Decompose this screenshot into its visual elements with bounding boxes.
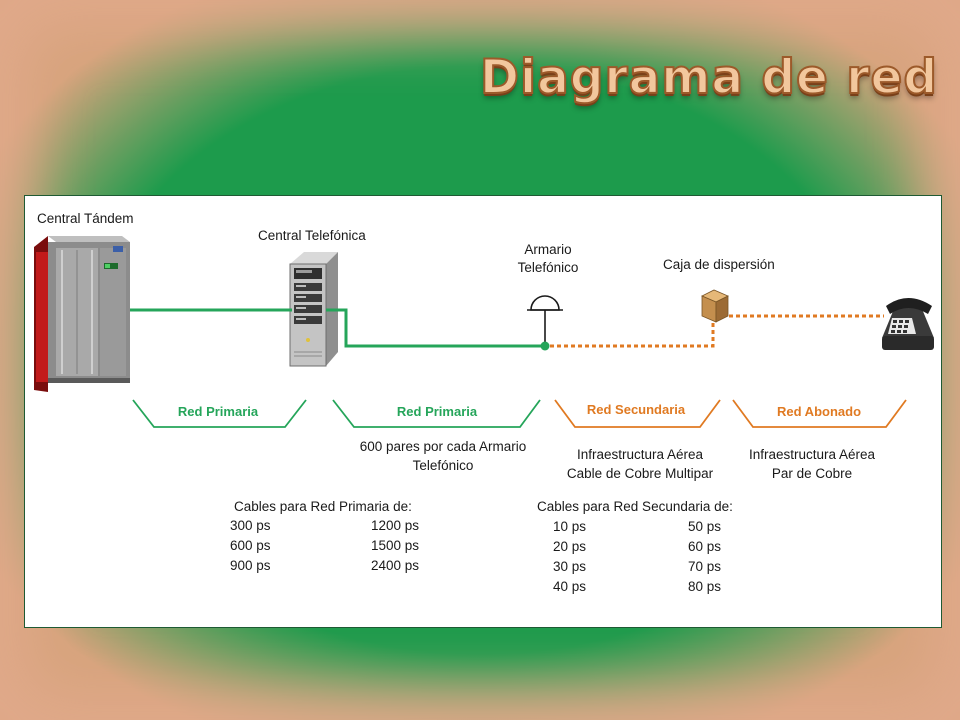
bracket-primaria-2 bbox=[332, 399, 541, 428]
abonado-desc-line2: Par de Cobre bbox=[771, 466, 853, 481]
secondary-cable-item: 40 ps bbox=[553, 579, 587, 594]
bracket-abonado bbox=[732, 399, 907, 428]
abonado-desc-line1: Infraestructura Aérea bbox=[748, 447, 876, 462]
bracket-primaria-1 bbox=[132, 399, 307, 428]
secondary-cable-item: 60 ps bbox=[688, 539, 722, 554]
caja-dispersion-label: Caja de dispersión bbox=[663, 257, 775, 272]
primary-cable-item: 900 ps bbox=[230, 558, 271, 573]
secondary-link bbox=[550, 320, 715, 348]
bracket-secundaria bbox=[554, 399, 721, 428]
central-telefonica-label: Central Telefónica bbox=[258, 228, 366, 243]
armario-telefonico-icon bbox=[527, 295, 563, 351]
primary-link-2 bbox=[326, 308, 545, 348]
armario-label-line2: Telefónico bbox=[517, 260, 579, 275]
telephone-icon bbox=[882, 298, 934, 350]
secundaria-desc-line2: Cable de Cobre Multipar bbox=[566, 466, 714, 481]
slide-title: Diagrama de red bbox=[479, 49, 938, 106]
primaria-desc-line1: 600 pares por cada Armario bbox=[359, 439, 527, 454]
primary-cable-item: 1200 ps bbox=[371, 518, 420, 533]
secondary-cable-item: 10 ps bbox=[553, 519, 587, 534]
secondary-cable-item: 80 ps bbox=[688, 579, 722, 594]
central-tandem-icon bbox=[34, 236, 130, 392]
secondary-cable-item: 30 ps bbox=[553, 559, 587, 574]
primaria-desc-line2: Telefónico bbox=[412, 458, 474, 473]
segment-red-primaria-2: Red Primaria bbox=[396, 404, 478, 419]
segment-red-abonado: Red Abonado bbox=[776, 404, 862, 419]
segment-red-primaria-1: Red Primaria bbox=[177, 404, 259, 419]
armario-label-line1: Armario bbox=[524, 242, 572, 257]
primary-cables-heading: Cables para Red Primaria de: bbox=[234, 499, 412, 514]
primary-cable-item: 1500 ps bbox=[371, 538, 420, 553]
secondary-cable-item: 20 ps bbox=[553, 539, 587, 554]
segment-red-secundaria: Red Secundaria bbox=[586, 402, 686, 417]
primary-cable-item: 300 ps bbox=[230, 518, 271, 533]
secondary-cable-item: 50 ps bbox=[688, 519, 722, 534]
central-tandem-label: Central Tándem bbox=[37, 211, 134, 226]
primary-cable-item: 2400 ps bbox=[371, 558, 420, 573]
diagram-panel bbox=[24, 195, 942, 628]
secondary-cable-item: 70 ps bbox=[688, 559, 722, 574]
caja-dispersion-icon bbox=[701, 289, 729, 323]
secundaria-desc-line1: Infraestructura Aérea bbox=[576, 447, 704, 462]
primary-cable-item: 600 ps bbox=[230, 538, 271, 553]
secondary-cables-heading: Cables para Red Secundaria de: bbox=[537, 499, 733, 514]
